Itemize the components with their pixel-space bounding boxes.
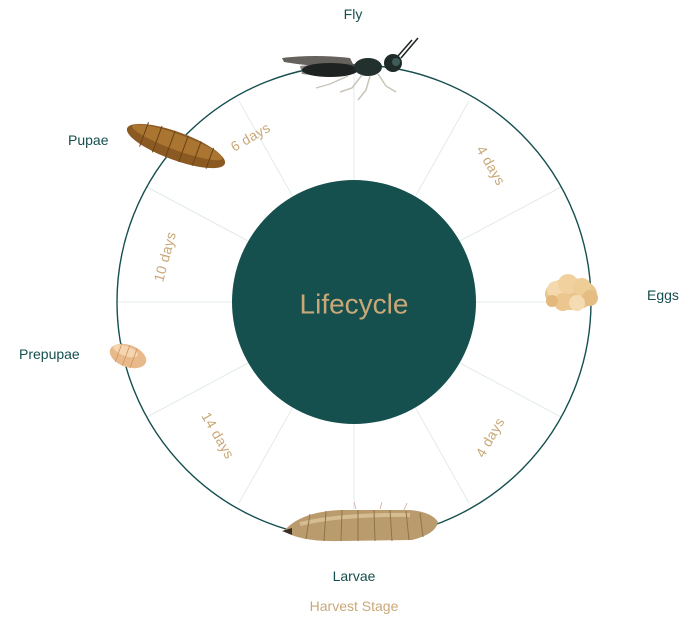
- stage-label-eggs: Eggs: [647, 287, 679, 303]
- duration-prepupae-to-pupae: 10 days: [150, 230, 179, 284]
- stage-label-pupae: Pupae: [68, 132, 109, 148]
- eggs-icon: [545, 274, 598, 311]
- stage-label-prepupae: Prepupae: [19, 346, 80, 362]
- stage-label-fly: Fly: [344, 6, 363, 22]
- duration-eggs-to-larvae: 4 days: [472, 415, 507, 460]
- divider-spokes: [118, 70, 590, 533]
- prepupa-icon: [109, 343, 147, 369]
- fly-icon: [282, 37, 419, 101]
- stage-label-larvae: Larvae: [333, 568, 376, 584]
- duration-larvae-to-prepupae: 14 days: [198, 409, 237, 461]
- center-disc: [232, 180, 476, 424]
- duration-fly-to-eggs: 4 days: [473, 143, 508, 188]
- larva-icon: [282, 501, 438, 542]
- pupa-icon: [126, 121, 226, 169]
- harvest-stage-label: Harvest Stage: [310, 598, 399, 614]
- center-title: Lifecycle: [300, 288, 409, 319]
